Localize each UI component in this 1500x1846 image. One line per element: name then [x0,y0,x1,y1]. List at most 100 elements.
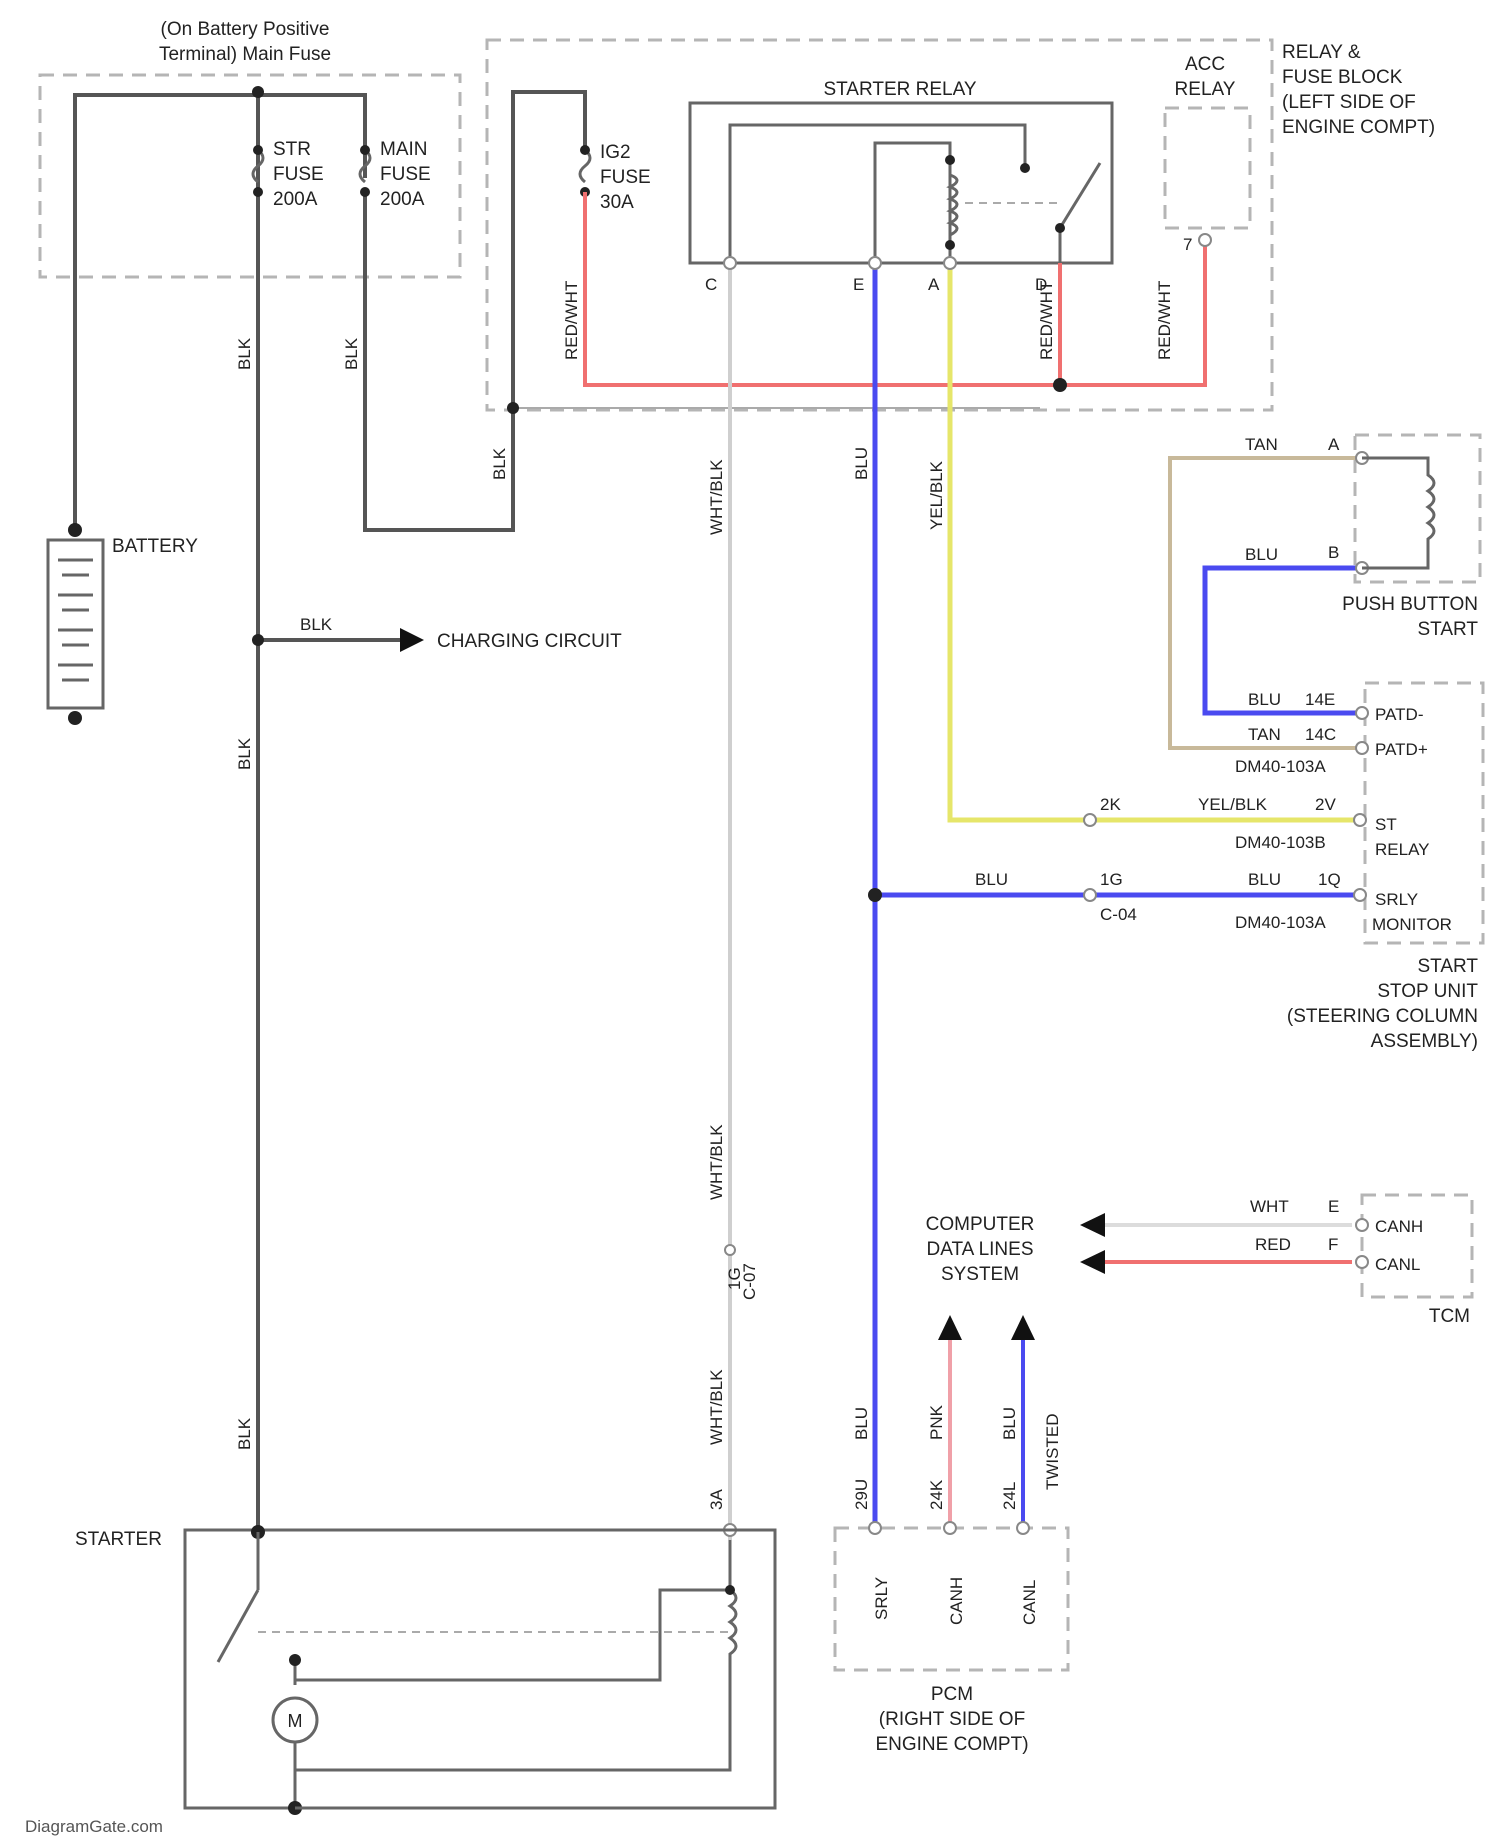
st-relay-label: ST [1375,815,1397,834]
push-button-pin-b: B [1328,543,1339,562]
srly-label-2: MONITOR [1372,915,1452,934]
pcm-label-2: (RIGHT SIDE OF [879,1709,1025,1730]
acc-relay-pin-7: 7 [1183,235,1192,254]
start-stop-label-2: STOP UNIT [1377,981,1478,1002]
main-fuse-rating: 200A [380,189,425,210]
pcm-label-3: ENGINE COMPT) [875,1734,1028,1755]
str-fuse-label: STR [273,139,311,160]
start-stop-label-4: ASSEMBLY) [1371,1031,1478,1052]
pcm-canh-label: CANH [947,1577,966,1625]
wire-label-blk-charging: BLK [300,615,333,634]
push-button-label: PUSH BUTTON [1342,594,1478,615]
wire-label-wht-blk-1: WHT/BLK [707,459,726,535]
wire-label-tan-14c: TAN [1248,725,1281,744]
pcm-srly-label: SRLY [872,1577,891,1620]
relay-block-label-3: (LEFT SIDE OF [1282,92,1416,113]
acc-relay-label: ACC [1185,54,1225,75]
starter-solenoid-switch [218,1590,258,1662]
relay-pin-a: A [928,275,940,294]
connector-dm40-103a-1: DM40-103A [1235,757,1326,776]
relay-switch [1060,163,1100,228]
acc-relay-label-2: RELAY [1175,79,1236,100]
computer-data-label-1: COMPUTER [926,1214,1035,1235]
wire-label-red: RED [1255,1235,1291,1254]
relay-block-label-4: ENGINE COMPT) [1282,117,1435,138]
ig2-fuse-rating: 30A [600,192,634,213]
patd-plus-label: PATD+ [1375,740,1428,759]
computer-data-label-3: SYSTEM [941,1264,1019,1285]
wire-label-blk-2: BLK [342,337,361,370]
twisted-label: TWISTED [1043,1414,1062,1491]
pcm-pin-srly: 29U [852,1479,871,1510]
wire-label-tan: TAN [1245,435,1278,454]
connector-dm40-103b: DM40-103B [1235,833,1326,852]
wire-label-wht-blk-3: WHT/BLK [707,1369,726,1445]
wire-label-blu-14e: BLU [1248,690,1281,709]
pcm-label: PCM [931,1684,973,1705]
str-fuse-label-2: FUSE [273,164,324,185]
wire-label-blu-b: BLU [1245,545,1278,564]
str-fuse-rating: 200A [273,189,318,210]
wire-label-wht-blk-2: WHT/BLK [707,1124,726,1200]
main-fuse-title-1: (On Battery Positive [161,19,330,40]
wire-label-red-wht-7: RED/WHT [1155,281,1174,360]
srly-label: SRLY [1375,890,1418,909]
ig2-fuse-label-2: FUSE [600,167,651,188]
starter-relay-label: STARTER RELAY [823,79,976,100]
wire-label-blk-4: BLK [235,737,254,770]
charging-circuit-label: CHARGING CIRCUIT [437,631,622,652]
main-fuse-label: MAIN [380,139,428,160]
acc-relay-box [1165,108,1250,228]
pin-14e: 14E [1305,690,1335,709]
connector-2k: 2K [1100,795,1121,814]
wire-label-pnk: PNK [927,1404,946,1440]
relay-pin-c: C [705,275,717,294]
connector-1g: 1G [1100,870,1123,889]
wire-label-blu-pcm: BLU [852,1407,871,1440]
starter-solenoid-coil [295,1540,736,1770]
connector-dm40-103a-2: DM40-103A [1235,913,1326,932]
push-button-switch [1362,458,1434,568]
starter-pin-3a: 3A [707,1489,726,1510]
wire-label-blu-canl: BLU [1000,1407,1019,1440]
wire-label-yel-blk: YEL/BLK [927,460,946,530]
tcm-canl-label: CANL [1375,1255,1420,1274]
pin-14c: 14C [1305,725,1336,744]
tcm-pin-e: E [1328,1197,1339,1216]
wire-blk-battery-bus [75,95,365,530]
ig2-fuse-label: IG2 [600,142,631,163]
pin-2v: 2V [1315,795,1336,814]
wire-label-red-wht: RED/WHT [562,281,581,360]
starter-label: STARTER [75,1529,162,1550]
wire-label-blu-h: BLU [975,870,1008,889]
relay-block-label-2: FUSE BLOCK [1282,67,1403,88]
main-fuse-label-2: FUSE [380,164,431,185]
pin-1q: 1Q [1318,870,1341,889]
starter-box [185,1530,775,1808]
watermark: DiagramGate.com [25,1817,163,1836]
connector-1g-vert: 1G [725,1267,744,1290]
st-relay-label-2: RELAY [1375,840,1430,859]
wire-label-red-wht-d: RED/WHT [1037,281,1056,360]
computer-data-label-2: DATA LINES [927,1239,1034,1260]
tcm-label: TCM [1429,1306,1470,1327]
push-button-label-2: START [1417,619,1478,640]
battery-label: BATTERY [112,536,198,557]
pcm-pin-canh: 24K [927,1479,946,1510]
relay-block-label-1: RELAY & [1282,42,1361,63]
tcm-box [1362,1195,1472,1297]
wire-label-blk-3: BLK [490,447,509,480]
start-stop-label-1: START [1417,956,1478,977]
tcm-pin-f: F [1328,1235,1338,1254]
wire-label-blk-1: BLK [235,337,254,370]
wire-label-blu-1q: BLU [1248,870,1281,889]
pcm-pin-canl: 24L [1000,1482,1019,1510]
tcm-canh-label: CANH [1375,1217,1423,1236]
main-fuse-title-2: Terminal) Main Fuse [159,44,331,65]
wire-label-wht: WHT [1250,1197,1289,1216]
relay-pin-e: E [853,275,864,294]
push-button-pin-a: A [1328,435,1340,454]
pcm-canl-label: CANL [1020,1580,1039,1625]
motor-label: M [288,1711,303,1731]
